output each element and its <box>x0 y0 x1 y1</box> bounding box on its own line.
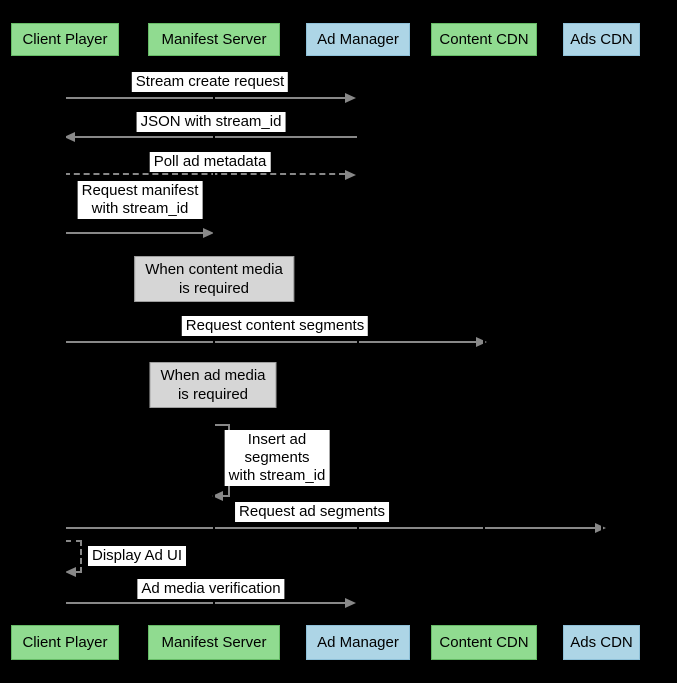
message-label-json-with-stream-id: JSON with stream_id <box>136 112 286 132</box>
actor-bottom-client-player: Client Player <box>11 625 119 660</box>
lifeline-ad-manager <box>357 56 359 625</box>
actor-top-content-cdn: Content CDN <box>431 23 537 56</box>
message-line-stream-create-request <box>64 97 345 99</box>
self-loop-display-ad-bottom <box>76 571 82 573</box>
message-label-stream-create-request: Stream create request <box>131 72 289 92</box>
actor-bottom-content-cdn: Content CDN <box>431 625 537 660</box>
message-label-insert-ad-segments: Insert ad segments with stream_id <box>224 430 330 486</box>
actor-bottom-manifest-server: Manifest Server <box>148 625 280 660</box>
note-when-content-media-required: When content media is required <box>134 256 294 302</box>
lifeline-ads-cdn <box>601 56 603 625</box>
message-line-json-with-stream-id <box>75 136 358 138</box>
actor-top-manifest-server: Manifest Server <box>148 23 280 56</box>
message-line-request-content-segments <box>64 341 476 343</box>
message-line-poll-ad-metadata <box>64 173 345 175</box>
note-when-ad-media-required: When ad media is required <box>149 362 277 408</box>
message-label-ad-media-verification: Ad media verification <box>137 579 285 599</box>
actor-bottom-ad-manager: Ad Manager <box>306 625 410 660</box>
message-line-ad-media-verification <box>64 602 345 604</box>
message-label-request-ad-segments: Request ad segments <box>235 502 389 522</box>
actor-top-client-player: Client Player <box>11 23 119 56</box>
actor-top-ads-cdn: Ads CDN <box>563 23 640 56</box>
message-label-request-content-segments: Request content segments <box>181 316 369 336</box>
lifeline-manifest-server <box>213 56 215 625</box>
message-label-poll-ad-metadata: Poll ad metadata <box>149 152 271 172</box>
arrowhead-right-icon <box>595 523 606 533</box>
arrowhead-left-icon <box>65 567 76 577</box>
arrowhead-right-icon <box>345 598 356 608</box>
self-loop-insert-ad-top <box>213 424 230 426</box>
arrowhead-left-icon <box>212 491 223 501</box>
arrowhead-right-icon <box>345 93 356 103</box>
actor-bottom-ads-cdn: Ads CDN <box>563 625 640 660</box>
self-loop-display-ad-top <box>65 540 82 542</box>
arrowhead-right-icon <box>203 228 214 238</box>
message-line-request-ad-segments <box>64 527 595 529</box>
arrowhead-left-icon <box>64 132 75 142</box>
self-loop-insert-ad-bottom <box>223 495 230 497</box>
message-label-display-ad-ui: Display Ad UI <box>88 546 187 566</box>
self-loop-display-ad-side <box>80 540 82 573</box>
message-line-request-manifest <box>64 232 203 234</box>
lifeline-content-cdn <box>483 56 485 625</box>
message-label-request-manifest: Request manifest with stream_id <box>77 181 203 219</box>
arrowhead-right-icon <box>345 170 356 180</box>
lifeline-client-player <box>64 56 66 625</box>
actor-top-ad-manager: Ad Manager <box>306 23 410 56</box>
arrowhead-right-icon <box>476 337 487 347</box>
